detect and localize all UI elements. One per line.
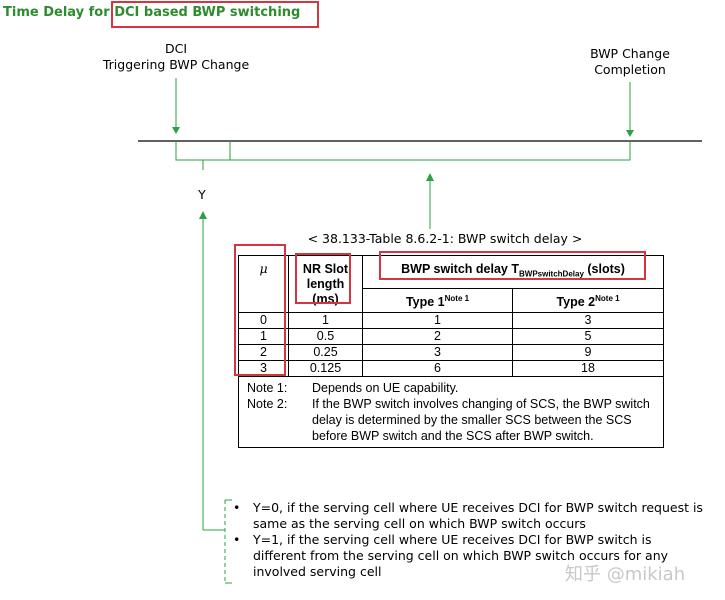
title-highlight-box <box>111 1 319 28</box>
table-caption: < 38.133-Table 8.6.2-1: BWP switch delay… <box>307 231 583 246</box>
mu-header: μ <box>238 255 289 313</box>
table-row: 1 0.5 2 5 <box>238 328 664 345</box>
bullet-text: Y=1, if the serving cell where UE receiv… <box>253 532 669 579</box>
delay-brace <box>230 141 631 161</box>
y-arrow-head <box>199 211 207 219</box>
dci-trigger-label: DCI Triggering BWP Change <box>96 41 256 73</box>
bullet-symbol: • <box>233 500 241 515</box>
completion-label-line1: BWP Change <box>590 46 670 61</box>
page-title: Time Delay for DCI based BWP switching <box>3 5 300 20</box>
page-title-highlight: DCI based BWP switching <box>114 5 301 20</box>
bwp-delay-table: μ NR Slot length (ms) BWP switch delay T… <box>238 255 664 448</box>
note-1-key: Note 1: <box>247 381 288 395</box>
type2-cell: 18 <box>512 360 664 377</box>
y-brace <box>175 141 231 170</box>
type1-header-text: Type 1 <box>405 295 445 310</box>
slot-header-highlight-box <box>295 253 351 304</box>
delay-header-highlight-box <box>379 251 646 280</box>
delay-arrow-head <box>426 173 434 181</box>
table-row: 3 0.125 6 18 <box>238 360 664 377</box>
table-notes: Note 1: Depends on UE capability. Note 2… <box>238 376 664 448</box>
type1-cell: 2 <box>362 328 513 345</box>
type1-header: Type 1Note 1 <box>362 288 513 313</box>
slot-cell: 0.25 <box>288 344 363 361</box>
type1-cell: 1 <box>362 312 513 329</box>
slot-header-line1: NR Slot <box>302 261 349 276</box>
slot-header-line2: length <box>306 276 345 291</box>
dci-label-line2: Triggering BWP Change <box>102 57 250 72</box>
page-title-prefix: Time Delay for <box>3 5 115 20</box>
type2-cell: 3 <box>512 312 664 329</box>
note-1: Note 1: Depends on UE capability. <box>247 380 655 396</box>
y-label: Y <box>198 187 206 202</box>
type2-header: Type 2Note 1 <box>512 288 664 313</box>
table-row: 0 1 1 3 <box>238 312 664 329</box>
delay-header-sub: BWPswitchDelay <box>518 269 584 279</box>
bullet-text: Y=0, if the serving cell where UE receiv… <box>253 500 703 531</box>
note-2: Note 2: If the BWP switch involves chang… <box>247 396 655 444</box>
delay-header-main: BWP switch delay T <box>401 262 519 277</box>
type1-cell: 6 <box>362 360 513 377</box>
table-row: 2 0.25 3 9 <box>238 344 664 361</box>
slot-cell: 0.125 <box>288 360 363 377</box>
switch-delay-header: BWP switch delay TBWPswitchDelay (slots) <box>362 255 664 289</box>
table-header-row-2: Type 1Note 1 Type 2Note 1 <box>239 288 664 313</box>
type1-note-ref: Note 1 <box>444 293 470 303</box>
completion-label-line2: Completion <box>594 62 666 77</box>
bullet-symbol: • <box>233 532 241 547</box>
delay-header-suffix: (slots) <box>583 262 625 277</box>
table-header-row-1: μ NR Slot length (ms) BWP switch delay T… <box>238 255 664 313</box>
type2-note-ref: Note 1 <box>595 293 620 303</box>
note-2-text: If the BWP switch involves changing of S… <box>312 397 650 443</box>
y-definition-list: • Y=0, if the serving cell where UE rece… <box>233 500 703 580</box>
watermark: 知乎 @mikiah <box>565 564 686 585</box>
type2-header-text: Type 2 <box>556 295 596 310</box>
list-item: • Y=0, if the serving cell where UE rece… <box>233 500 703 532</box>
dci-label-line1: DCI <box>164 41 188 56</box>
slot-cell: 1 <box>288 312 363 329</box>
slot-cell: 0.5 <box>288 328 363 345</box>
type2-cell: 5 <box>512 328 664 345</box>
note-2-key: Note 2: <box>247 397 288 411</box>
type2-cell: 9 <box>512 344 664 361</box>
mu-header-text: μ <box>259 261 268 276</box>
mu-column-highlight-box <box>234 244 286 376</box>
bwp-completion-label: BWP Change Completion <box>570 46 690 78</box>
type1-cell: 3 <box>362 344 513 361</box>
table-notes-row: Note 1: Depends on UE capability. Note 2… <box>238 376 664 448</box>
completion-arrow-head <box>626 130 634 137</box>
list-item: • Y=1, if the serving cell where UE rece… <box>233 532 703 580</box>
dci-arrow-head <box>172 127 180 134</box>
note-1-text: Depends on UE capability. <box>312 381 459 395</box>
